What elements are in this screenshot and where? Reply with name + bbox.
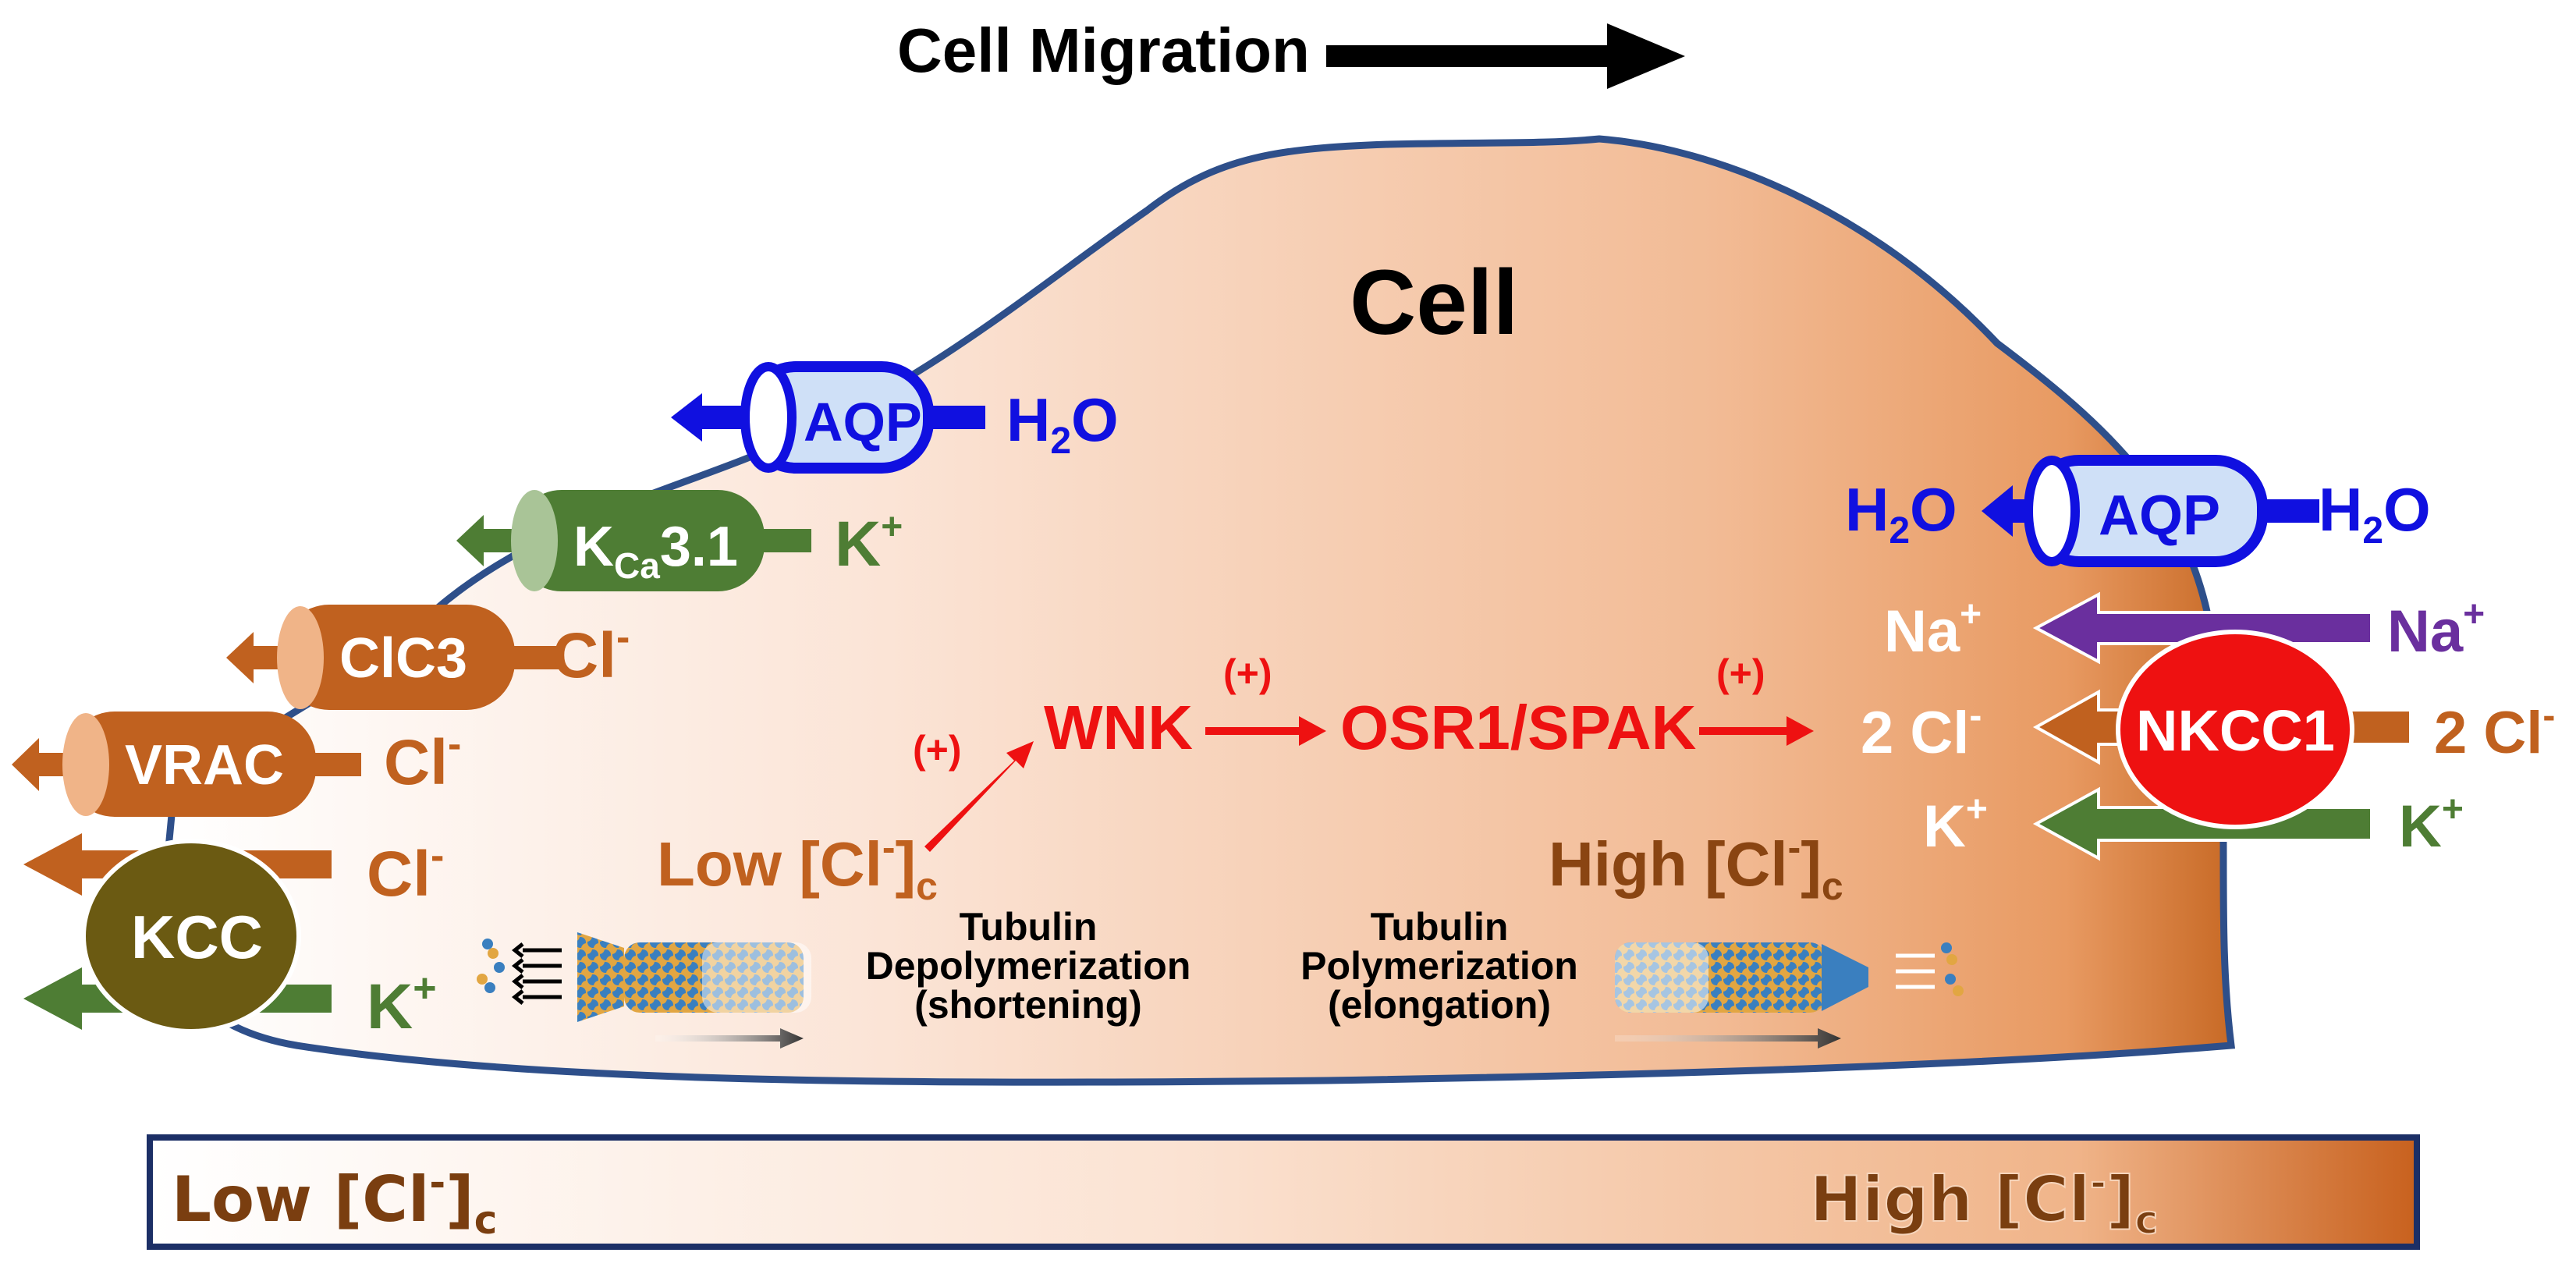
nkcc1-cl-in: 2 Cl- (1861, 695, 1982, 766)
kca-ion: K+ (835, 506, 903, 580)
wnk-pathway: (+) WNK (+) OSR1/SPAK (+) Low [Cl-]c Hig… (657, 651, 1843, 908)
left-aqp-channel: AQP H2O (671, 361, 1119, 474)
left-aqp-outflow-arrow-icon (671, 393, 757, 442)
wnk-label: WNK (1044, 693, 1193, 762)
poly-line-1: Tubulin (1371, 905, 1509, 949)
poly-line-2: Polymerization (1300, 944, 1578, 988)
kca-outflow-arrow-icon (456, 515, 530, 566)
vrac-name: VRAC (125, 734, 284, 797)
poly-direction-arrow-icon (1615, 1028, 1841, 1049)
poly-microtubule-icon (1615, 942, 1868, 1013)
kcc-k-ion: K+ (367, 966, 437, 1042)
depoly-line-1: Tubulin (960, 905, 1098, 949)
low-cl-to-wnk-arrow-icon (924, 741, 1034, 852)
clc3-ion: Cl- (552, 615, 630, 691)
clc3-name: ClC3 (339, 627, 467, 690)
vrac-outflow-arrow-icon (12, 738, 82, 791)
migration-arrow-icon (1326, 23, 1685, 89)
tubulin-polymerization: Tubulin Polymerization (elongation) (1300, 905, 1964, 1049)
free-tubulin-dimers-left (477, 939, 505, 993)
vrac-ion: Cl- (384, 722, 461, 798)
gradient-low-label: Low [Cl-]c (172, 1160, 497, 1243)
poly-dimer-arrows-icon (1896, 953, 1935, 989)
left-aqp-name: AQP (804, 392, 922, 452)
depoly-dimer-arrows-icon (523, 948, 562, 999)
pathway-plus-2: (+) (1223, 651, 1272, 695)
left-aqp-substrate: H2O (1006, 385, 1119, 462)
kca-name: KCa3.1 (573, 516, 738, 586)
osr-to-nkcc1-arrow-icon (1699, 716, 1814, 746)
osr-label: OSR1/SPAK (1340, 693, 1697, 762)
kcc-cl-ion: Cl- (367, 833, 444, 910)
depoly-line-3: (shortening) (914, 983, 1142, 1027)
depoly-line-2: Depolymerization (866, 944, 1191, 988)
depoly-microtubule-icon (577, 932, 811, 1022)
left-vrac-channel: VRAC Cl- (12, 712, 461, 817)
right-aqp-out-substrate: H2O (1845, 475, 1957, 552)
nkcc1-cl-out: 2 Cl- (2434, 695, 2555, 766)
nkcc1-k-out: K+ (2399, 789, 2464, 860)
left-clc3-channel: ClC3 Cl- (226, 605, 630, 710)
nkcc1-na-out: Na+ (2387, 594, 2485, 665)
right-nkcc1-transporter: NKCC1 Na+ 2 Cl- K+ Na+ 2 Cl- K+ (1861, 591, 2555, 861)
poly-line-3: (elongation) (1328, 983, 1551, 1027)
wnk-to-osr-arrow-icon (1205, 716, 1326, 746)
left-kca-channel: KCa3.1 K+ (456, 490, 903, 591)
pathway-high-cl: High [Cl-]c (1549, 825, 1843, 908)
nkcc1-name: NKCC1 (2136, 698, 2335, 763)
right-aqp-outflow-arrow-icon (1982, 485, 2052, 537)
gradient-high-label: High [Cl-]c (1810, 1160, 2158, 1243)
clc3-outflow-arrow-icon (226, 632, 296, 683)
left-kcc-transporter: KCC Cl- K+ (23, 833, 444, 1042)
pathway-plus-1: (+) (913, 728, 962, 772)
right-aqp-name: AQP (2099, 484, 2220, 547)
pathway-low-cl: Low [Cl-]c (657, 825, 938, 908)
tubulin-depolymerization: Tubulin Depolymerization (shortening) (477, 905, 1190, 1049)
nkcc1-na-in: Na+ (1884, 594, 1982, 665)
right-aqp-in-substrate: H2O (2319, 475, 2431, 552)
kcc-name: KCC (131, 903, 263, 971)
right-aqp-channel: H2O AQP H2O (1845, 455, 2431, 567)
pathway-plus-3: (+) (1716, 651, 1765, 695)
nkcc1-na-arrow-icon (2032, 591, 2373, 665)
cell-migration-indicator: Cell Migration (897, 16, 1685, 89)
cell-migration-label: Cell Migration (897, 16, 1310, 85)
nkcc1-k-in: K+ (1923, 789, 1988, 860)
chloride-gradient-bar: Low [Cl-]c High [Cl-]c (147, 1134, 2420, 1250)
free-tubulin-dimers-right (1941, 942, 1964, 996)
depoly-direction-arrow-icon (655, 1028, 804, 1049)
cell-label: Cell (1350, 251, 1518, 354)
